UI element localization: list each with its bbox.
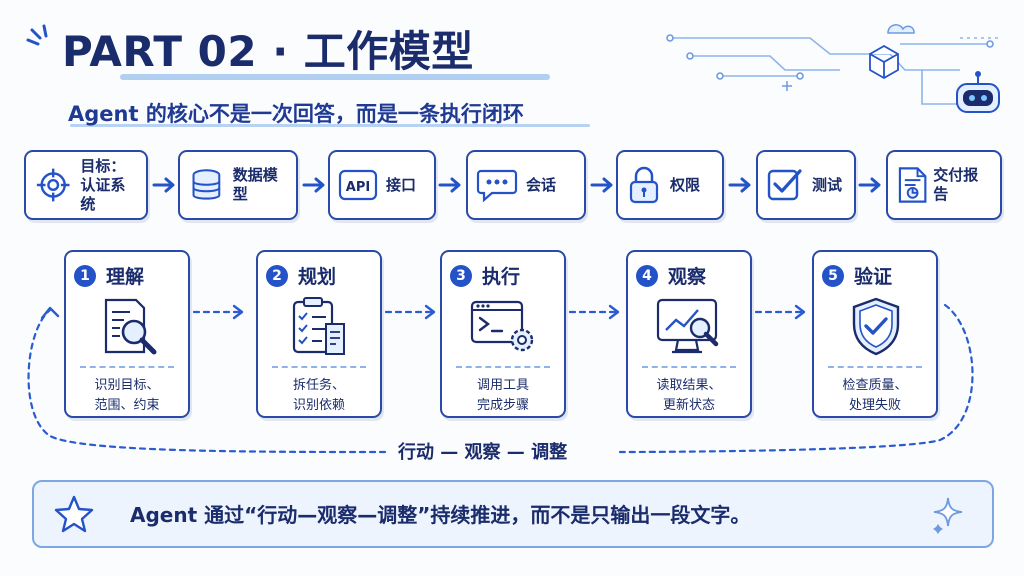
flow-arrow [152, 177, 175, 193]
lock-icon [629, 166, 659, 204]
step-description: 识别目标、 范围、约束 [94, 378, 160, 413]
chat-bubble-icon [476, 169, 518, 203]
step-number: 1 [74, 264, 96, 287]
title-underline [120, 74, 550, 80]
flow-step-test: 测试 [756, 150, 856, 220]
step-description: 检查质量、 处理失败 [842, 378, 908, 413]
summary-text: Agent 通过“行动—观察—调整”持续推进，而不是只输出一段文字。 [130, 503, 751, 527]
flow-label-test: 测试 [812, 175, 843, 194]
page-subtitle: Agent 的核心不是一次回答，而是一条执行闭环 [68, 102, 524, 126]
step-description: 拆任务、 识别依赖 [292, 378, 345, 413]
flow-arrow [728, 177, 751, 193]
step-title: 理解 [106, 266, 145, 288]
clipboard-checklist-icon [292, 297, 345, 355]
flow-arrow [858, 177, 881, 193]
loop-label: 行动 — 观察 — 调整 [388, 438, 578, 464]
step-card-understand: 1 理解 识别目标、 范围、约束 [64, 250, 190, 418]
step-title: 规划 [298, 266, 337, 288]
target-icon [36, 168, 70, 202]
flow-label-report: 交付报告 [933, 166, 979, 203]
database-icon [192, 169, 221, 200]
step-title: 执行 [482, 266, 521, 288]
flow-step-interface: API 接口 [328, 150, 436, 220]
star-icon [54, 495, 94, 533]
subtitle-underline [70, 124, 590, 127]
step-number: 5 [822, 264, 844, 287]
flow-step-report: 交付报告 [886, 150, 1002, 220]
step-title: 观察 [668, 266, 707, 288]
flow-label-data-model: 数据模型 [232, 166, 278, 203]
document-magnifier-icon [104, 298, 157, 355]
step-title: 验证 [854, 266, 893, 288]
step-divider [80, 366, 174, 368]
flow-arrow [438, 177, 461, 193]
step-divider [456, 366, 550, 368]
step-card-execute: 3 执行 调用工具 完成步骤 [440, 250, 566, 418]
sparkle-icon [933, 497, 963, 534]
flow-step-permission: 权限 [616, 150, 724, 220]
step-number: 3 [450, 264, 472, 287]
api-badge: API [346, 180, 370, 195]
step-number: 2 [266, 264, 288, 287]
flow-step-goal: 目标： 认证系统 [24, 150, 148, 220]
step-number: 4 [636, 264, 658, 287]
flow-step-session: 会话 [466, 150, 586, 220]
step-divider [642, 366, 736, 368]
report-document-icon [898, 167, 927, 203]
flow-label-interface: 接口 [386, 175, 417, 194]
monitor-chart-icon [656, 298, 719, 354]
step-divider [828, 366, 922, 368]
flow-label-session: 会话 [526, 175, 557, 194]
flow-step-data-model: 数据模型 [178, 150, 298, 220]
terminal-gear-icon [470, 300, 534, 352]
flow-label-goal: 目标： 认证系统 [80, 156, 126, 213]
robot-icon [956, 71, 1000, 113]
step-card-plan: 2 规划 拆任务、 识别依赖 [256, 250, 382, 418]
flow-label-permission: 权限 [670, 175, 701, 194]
step-card-verify: 5 验证 检查质量、 处理失败 [812, 250, 938, 418]
flow-arrow [302, 177, 325, 193]
api-icon: API [338, 169, 378, 201]
shield-check-icon [852, 297, 900, 356]
step-card-observe: 4 观察 读取结果、 更新状态 [626, 250, 752, 418]
flow-arrow [590, 177, 613, 193]
step-description: 调用工具 完成步骤 [476, 378, 529, 413]
checkbox-icon [767, 169, 802, 201]
decorative-marks [26, 24, 48, 46]
circuit-robot-illustration [666, 24, 1000, 113]
summary-panel [32, 480, 994, 548]
step-description: 读取结果、 更新状态 [656, 378, 722, 413]
page-title: PART 02 · 工作模型 [62, 27, 474, 76]
step-divider [272, 366, 366, 368]
